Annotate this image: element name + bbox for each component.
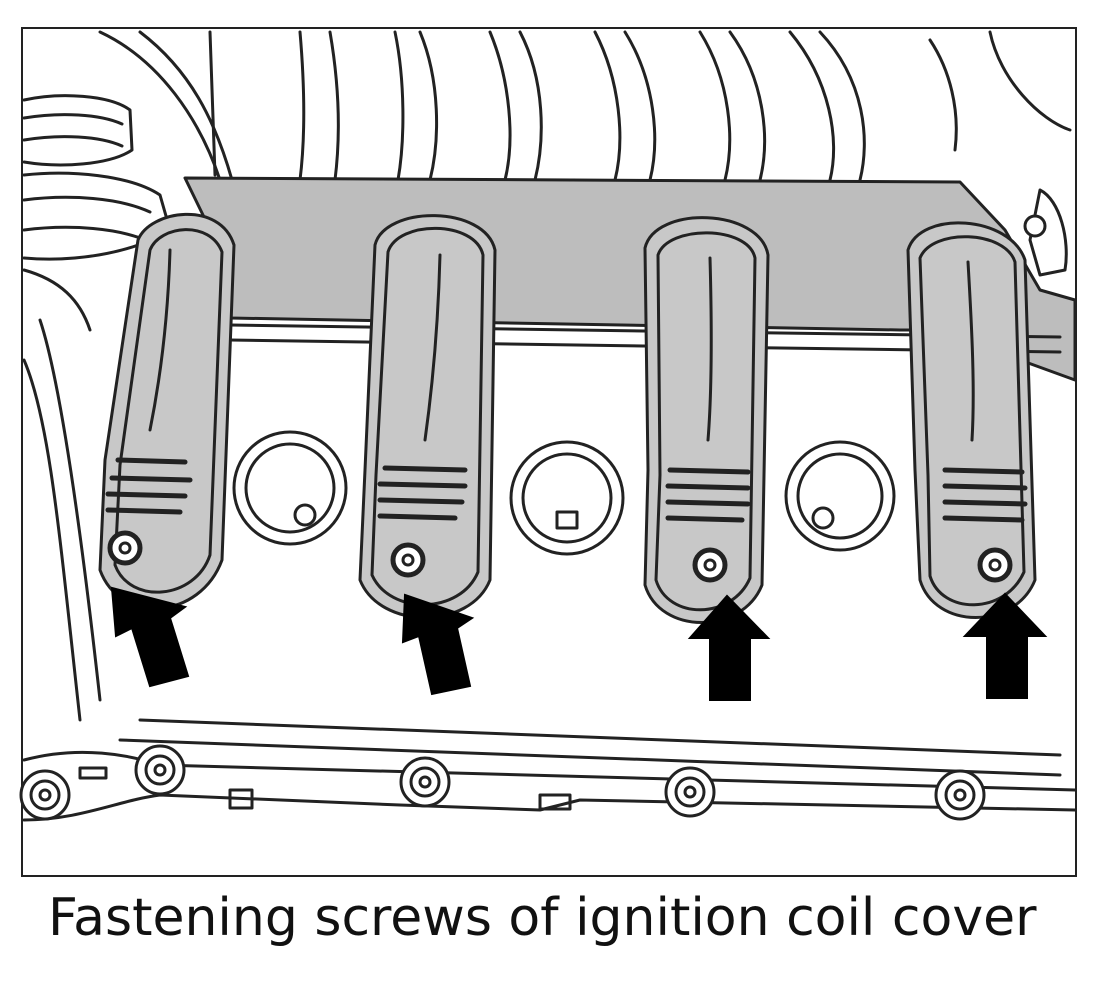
- coil-cover-screw-4: [977, 547, 1013, 583]
- arrow-3: [687, 594, 771, 701]
- flange-bolt-1: [19, 769, 71, 821]
- spark-plug-well-1: [232, 430, 348, 546]
- figure-caption: Fastening screws of ignition coil cover: [48, 888, 1037, 948]
- flange-bolt-3: [399, 756, 451, 808]
- flange-bolt-2: [134, 744, 186, 796]
- engine-drawing: [19, 30, 1077, 822]
- ignition-coil-cover-4: [906, 221, 1037, 619]
- spark-plug-well-2: [509, 440, 625, 556]
- arrow-2: [401, 593, 475, 696]
- spark-plug-well-3: [784, 440, 896, 552]
- pointer-arrows: [110, 586, 1048, 701]
- flange-bolt-5: [934, 769, 986, 821]
- ignition-coil-cover-1: [98, 212, 236, 610]
- intake-runners: [98, 30, 1072, 182]
- coil-cover-screw-3: [692, 547, 728, 583]
- arrow-1: [110, 586, 190, 688]
- coil-cover-screw-1: [107, 530, 143, 566]
- coil-cover-screw-2: [390, 542, 426, 578]
- ignition-coil-cover-3: [643, 216, 770, 624]
- manifold-bracket: [1028, 188, 1068, 277]
- flange-bolt-4: [664, 766, 716, 818]
- ignition-coil-cover-2: [358, 214, 497, 619]
- arrow-4: [962, 592, 1048, 699]
